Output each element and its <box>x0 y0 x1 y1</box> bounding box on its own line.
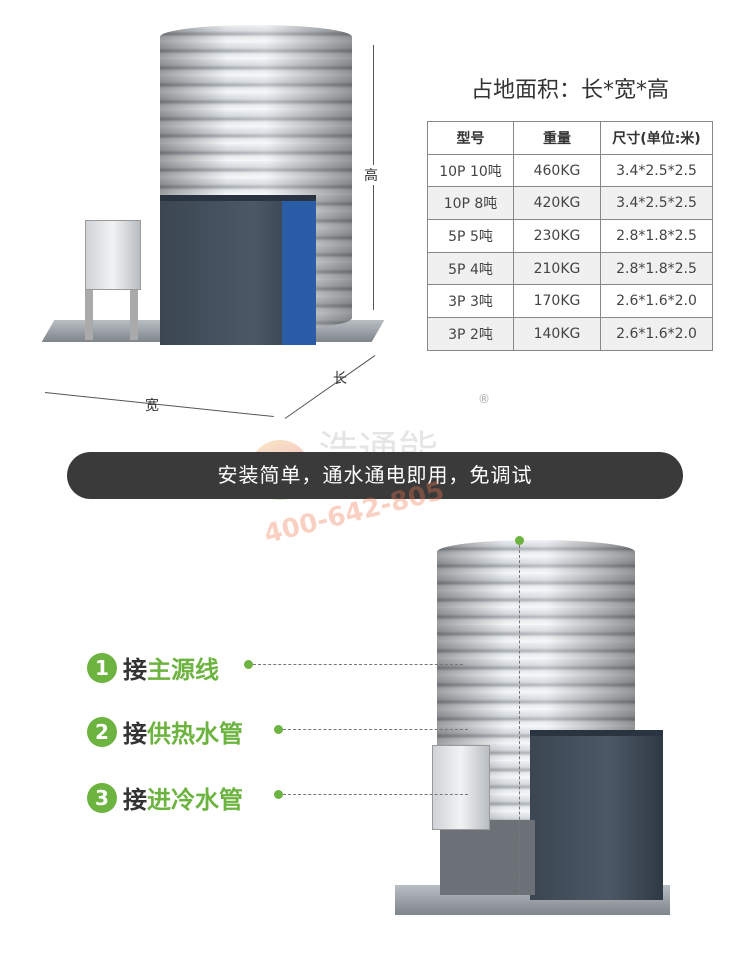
cell-weight: 140KG <box>513 317 601 351</box>
cell-weight: 170KG <box>513 284 601 319</box>
control-box <box>85 220 141 290</box>
cell-model: 10P 8吨 <box>427 186 514 221</box>
callout-object: 主源线 <box>147 656 219 684</box>
header-model: 型号 <box>427 121 514 155</box>
cell-size: 3.4*2.5*2.5 <box>600 186 713 221</box>
install-banner: 安装简单，通水通电即用，免调试 <box>67 452 683 499</box>
cell-model: 5P 5吨 <box>427 219 514 253</box>
product-image-top <box>40 20 390 420</box>
watermark-registered: ® <box>478 392 490 406</box>
header-weight: 重量 <box>513 121 601 155</box>
callout-line <box>283 729 468 730</box>
cell-weight: 420KG <box>513 186 601 221</box>
callout-object: 供热水管 <box>147 720 243 748</box>
cell-model: 3P 3吨 <box>427 284 514 319</box>
height-label: 高 <box>364 165 378 185</box>
step-number: 2 <box>87 716 117 747</box>
cell-weight: 230KG <box>513 219 601 253</box>
callout-line <box>283 794 468 795</box>
callout-dot <box>274 725 283 734</box>
cell-model: 3P 2吨 <box>427 317 514 351</box>
callout-line <box>253 664 463 665</box>
cell-model: 5P 4吨 <box>427 251 514 286</box>
callout-verb: 接 <box>123 786 147 814</box>
step-number: 3 <box>87 782 117 813</box>
callout-hot-water: 2 接供热水管 <box>87 714 243 749</box>
product-image-bottom <box>390 530 680 930</box>
heat-pump-unit <box>160 195 316 345</box>
callout-power: 1 接主源线 <box>87 650 219 685</box>
cell-model: 10P 10吨 <box>427 153 514 188</box>
control-box <box>432 745 490 830</box>
cell-size: 3.4*2.5*2.5 <box>600 153 713 188</box>
width-label: 宽 <box>145 398 159 414</box>
heat-pump-unit <box>530 730 663 900</box>
header-size: 尺寸(单位:米) <box>600 121 713 155</box>
cell-size: 2.8*1.8*2.5 <box>600 219 713 253</box>
step-number: 1 <box>87 652 117 683</box>
cell-size: 2.6*1.6*2.0 <box>600 317 713 351</box>
callout-cold-water: 3 接进冷水管 <box>87 780 243 815</box>
length-label: 长 <box>333 371 347 387</box>
callout-object: 进冷水管 <box>147 786 243 814</box>
cell-size: 2.8*1.8*2.5 <box>600 251 713 286</box>
callout-dot <box>244 660 253 669</box>
cell-weight: 460KG <box>513 153 601 188</box>
page-title: 占地面积：长*宽*高 <box>470 78 669 103</box>
callout-dot <box>274 790 283 799</box>
water-tank <box>160 25 352 330</box>
cell-size: 2.6*1.6*2.0 <box>600 284 713 319</box>
top-connection-dot <box>515 536 524 545</box>
cell-weight: 210KG <box>513 251 601 286</box>
callout-verb: 接 <box>123 656 147 684</box>
callout-verb: 接 <box>123 720 147 748</box>
